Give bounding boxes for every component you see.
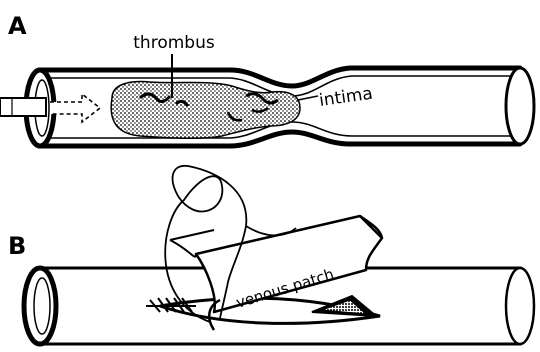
panel-a-letter: A [8,12,27,40]
inflow-catheter [0,98,46,116]
artery-far-end [506,268,534,344]
panel-b-letter: B [8,232,26,260]
artery-right-opening [506,68,534,144]
thrombus-label: thrombus [133,33,215,53]
panel-b: B venous patch [8,166,534,344]
panel-a: A thrombus intima [0,12,534,146]
